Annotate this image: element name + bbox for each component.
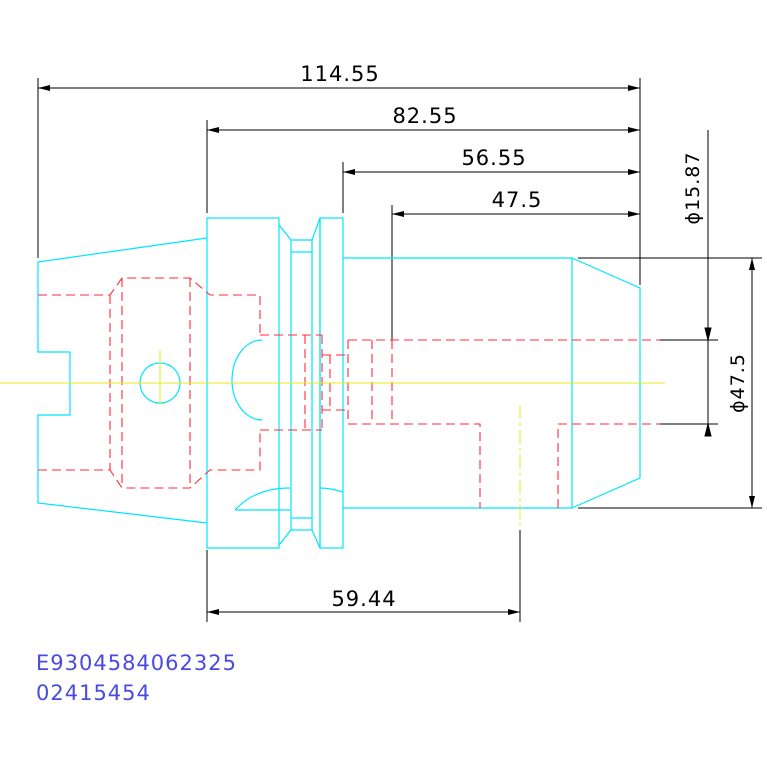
part-number-primary: E9304584062325 — [36, 651, 237, 675]
dim-overall-length: 114.55 — [300, 62, 379, 86]
dimension-lines — [37, 78, 762, 622]
part-number-secondary: 02415454 — [36, 681, 151, 705]
dim-bore-depth: 47.5 — [492, 188, 543, 212]
dim-outer-diameter: ϕ47.5 — [727, 353, 749, 413]
centerlines — [0, 350, 665, 530]
dim-flange-to-end: 82.55 — [392, 104, 457, 128]
dim-bore-diameter: ϕ15.87 — [682, 152, 704, 225]
hidden-lines — [38, 277, 660, 508]
dim-gauge-length: 59.44 — [331, 587, 396, 611]
dim-body-length: 56.55 — [461, 146, 526, 170]
